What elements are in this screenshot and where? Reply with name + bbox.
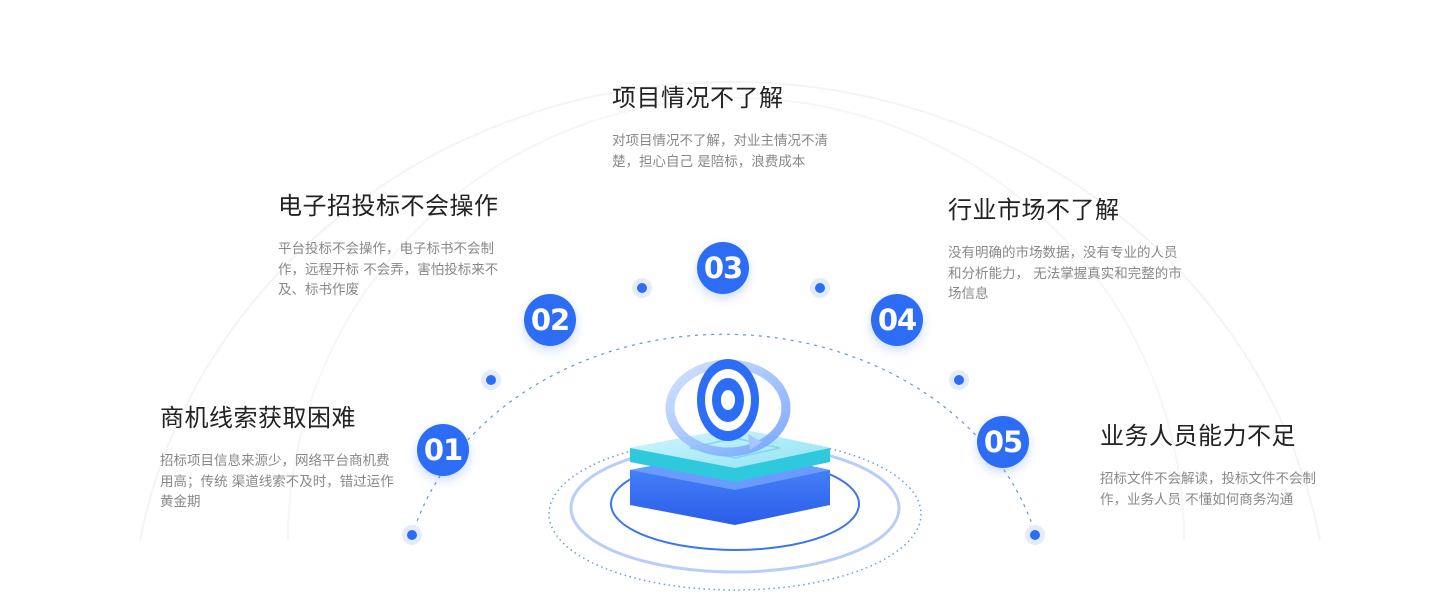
target-cycle-icon	[548, 359, 922, 591]
pain-point-title: 项目情况不了解	[612, 84, 784, 112]
pain-point-04: 行业市场不了解 没有明确的市场数据，没有专业的人员和分析能力， 无法掌握真实和完…	[948, 190, 1188, 305]
step-number-02: 02	[524, 294, 576, 346]
pain-point-title: 业务人员能力不足	[1100, 422, 1296, 450]
pain-point-description: 平台投标不会操作，电子标书不会制作，远程开标 不会弄，害怕投标来不及、标书作废	[278, 241, 499, 298]
pain-point-03: 项目情况不了解 对项目情况不了解，对业主情况不清楚，担心自己 是陪标，浪费成本	[612, 78, 848, 172]
pain-point-01: 商机线索获取困难 招标项目信息来源少，网络平台商机费用高；传统 渠道线索不及时，…	[160, 398, 400, 513]
pain-point-description: 招标文件不会解读，投标文件不会制作，业务人员 不懂如何商务沟通	[1100, 471, 1316, 508]
pain-point-title: 电子招投标不会操作	[278, 192, 499, 220]
timeline-dot	[810, 278, 830, 298]
pain-point-description: 招标项目信息来源少，网络平台商机费用高；传统 渠道线索不及时，错过运作黄金期	[160, 453, 394, 510]
pain-point-02: 电子招投标不会操作 平台投标不会操作，电子标书不会制作，远程开标 不会弄，害怕投…	[278, 186, 518, 301]
timeline-dot	[632, 278, 652, 298]
step-number-05: 05	[977, 416, 1029, 468]
pain-point-description: 没有明确的市场数据，没有专业的人员和分析能力， 无法掌握真实和完整的市场信息	[948, 245, 1182, 302]
timeline-dot	[481, 370, 501, 390]
dashed-connector-arc	[411, 333, 1037, 537]
step-number-01: 01	[417, 424, 469, 476]
step-number-03: 03	[697, 242, 749, 294]
step-number-04: 04	[871, 294, 923, 346]
timeline-dot	[949, 370, 969, 390]
timeline-dot	[1025, 525, 1045, 545]
pain-point-title: 商机线索获取困难	[160, 404, 356, 432]
pain-point-05: 业务人员能力不足 招标文件不会解读，投标文件不会制作，业务人员 不懂如何商务沟通	[1100, 416, 1338, 510]
pain-point-title: 行业市场不了解	[948, 196, 1120, 224]
timeline-dot	[402, 525, 422, 545]
pain-point-description: 对项目情况不了解，对业主情况不清楚，担心自己 是陪标，浪费成本	[612, 133, 828, 170]
